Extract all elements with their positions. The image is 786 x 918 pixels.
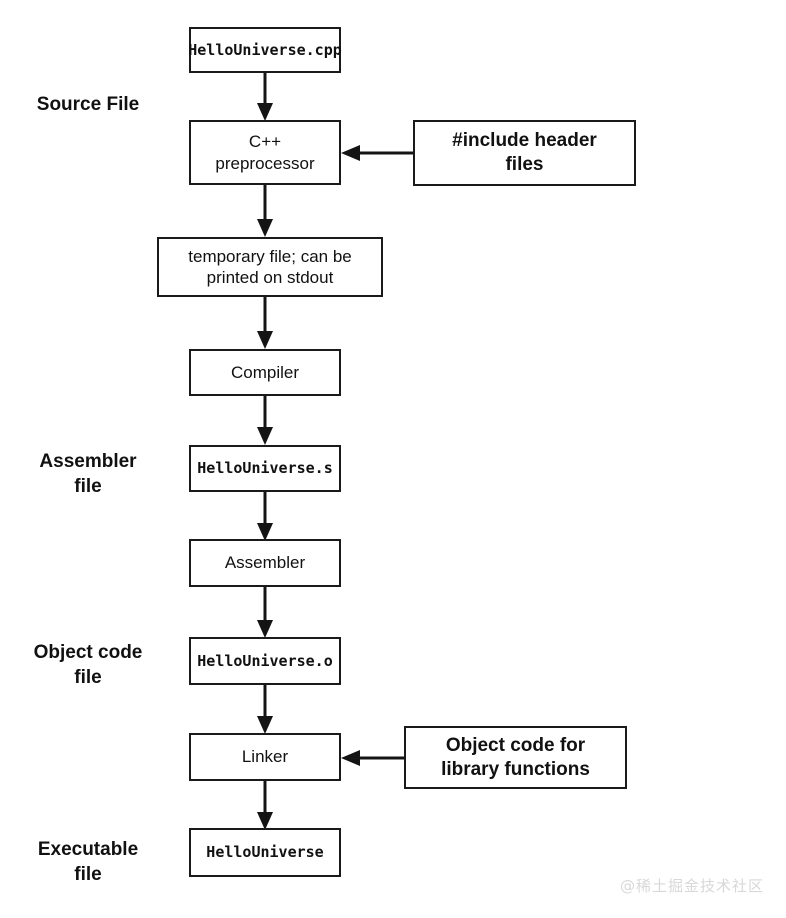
watermark-text: @稀土掘金技术社区 <box>620 877 765 895</box>
node-hello-universe-cpp[interactable]: HelloUniverse.cpp <box>188 27 342 73</box>
node-hello-universe-exe[interactable]: HelloUniverse <box>189 828 341 877</box>
node-temporary-file[interactable]: temporary file; can be printed on stdout <box>157 237 383 297</box>
node-label: Linker <box>241 747 289 767</box>
edge-include-to-preprocessor <box>341 145 414 161</box>
node-label: C++ preprocessor <box>215 132 315 173</box>
edge-preprocessor-to-tempfile <box>257 184 273 237</box>
node-cpp-preprocessor[interactable]: C++ preprocessor <box>189 120 341 185</box>
edge-assembler-to-o <box>257 587 273 638</box>
node-object-code-library[interactable]: Object code for library functions <box>404 726 627 789</box>
node-label: Assembler <box>224 553 306 573</box>
node-label: Object code for library functions <box>441 734 590 780</box>
stage-label-executable-file: Executable file <box>37 839 139 885</box>
edge-library-to-linker <box>341 750 405 766</box>
node-include-header-files[interactable]: #include header files <box>413 120 636 186</box>
edge-s-to-assembler <box>257 492 273 541</box>
node-assembler[interactable]: Assembler <box>189 539 341 587</box>
edge-cpp-to-preprocessor <box>257 72 273 121</box>
node-label: temporary file; can be printed on stdout <box>188 246 352 287</box>
edge-o-to-linker <box>257 685 273 734</box>
node-label: HelloUniverse.cpp <box>188 40 342 59</box>
stage-label-object-code-file: Object code file <box>33 642 143 688</box>
node-hello-universe-o[interactable]: HelloUniverse.o <box>189 637 341 685</box>
node-label: HelloUniverse <box>206 843 324 862</box>
edge-linker-to-exe <box>257 781 273 830</box>
edge-tempfile-to-compiler <box>257 296 273 349</box>
node-label: Compiler <box>230 362 300 382</box>
node-linker[interactable]: Linker <box>189 733 341 781</box>
stage-label-source-file: Source File <box>36 94 140 115</box>
node-label: HelloUniverse.o <box>197 651 333 670</box>
node-compiler[interactable]: Compiler <box>189 349 341 396</box>
stage-label-assembler-file: Assembler file <box>39 451 137 497</box>
node-label: #include header files <box>452 130 597 175</box>
node-label: HelloUniverse.s <box>197 459 333 478</box>
node-hello-universe-s[interactable]: HelloUniverse.s <box>189 445 341 492</box>
edge-compiler-to-s <box>257 396 273 445</box>
